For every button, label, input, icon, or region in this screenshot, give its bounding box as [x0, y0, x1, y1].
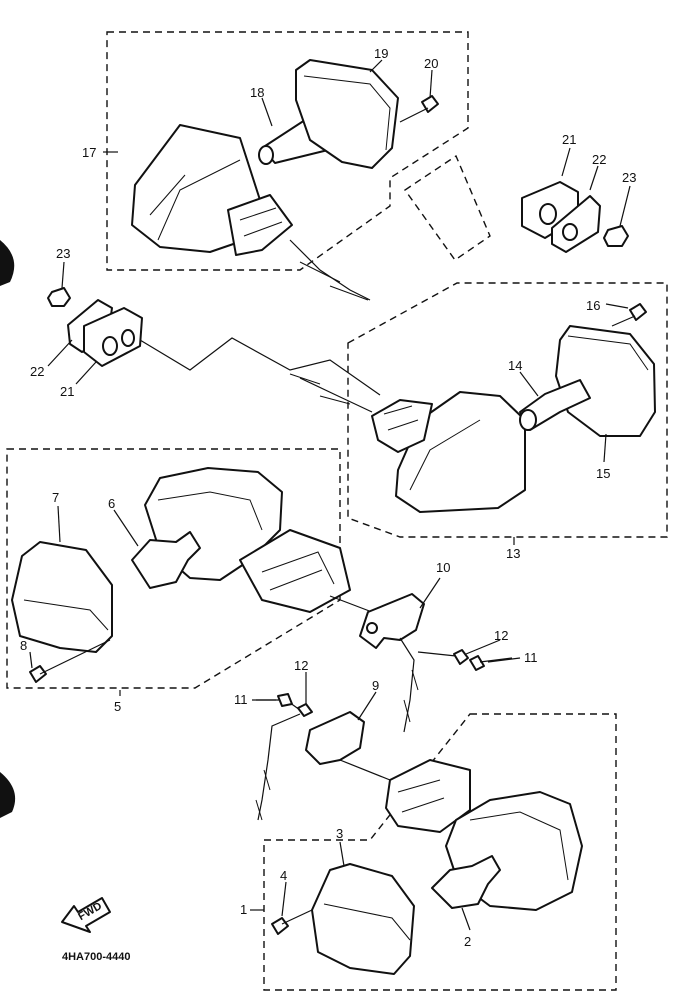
- callout-5: 5: [114, 699, 121, 714]
- bracket-9: [305, 711, 365, 765]
- forward-arrow-icon: FWD: [61, 897, 111, 933]
- mount-set-left: [47, 287, 381, 396]
- turn-signal-assembly-13: [289, 303, 656, 513]
- signal-stalk-5: [239, 529, 351, 613]
- callout-21-right: 21: [562, 132, 576, 147]
- lens-15: [555, 325, 656, 437]
- callout-22-right: 22: [592, 152, 606, 167]
- callout-12-lower: 12: [294, 658, 308, 673]
- bracket-assembly-9: [255, 693, 401, 821]
- callout-6: 6: [108, 496, 115, 511]
- group-boundary-13: [347, 282, 668, 538]
- callout-18: 18: [250, 85, 264, 100]
- bracket-assembly-10: [359, 593, 513, 733]
- registration-mark-bottom: [0, 772, 16, 818]
- nut-23-right: [603, 225, 629, 247]
- collar-12-upper: [453, 649, 469, 665]
- bolt-11-lower: [277, 693, 293, 707]
- callout-23-left: 23: [56, 246, 70, 261]
- group-boundary-17: [106, 31, 469, 271]
- callout-14: 14: [508, 358, 522, 373]
- bulb-2: [431, 855, 501, 909]
- callout-20: 20: [424, 56, 438, 71]
- bulb-6: [131, 531, 201, 589]
- callout-3: 3: [336, 826, 343, 841]
- plate-22-right: [551, 195, 601, 253]
- mount-set-right: [521, 181, 629, 253]
- group-boundary-1: [263, 713, 617, 991]
- callout-11-lower: 11: [234, 692, 248, 707]
- turn-signal-assembly-1: [271, 759, 583, 975]
- callout-15: 15: [596, 466, 610, 481]
- callout-8: 8: [20, 638, 27, 653]
- signal-stalk-17: [227, 194, 293, 256]
- bracket-10: [359, 593, 425, 649]
- collar-12-lower: [297, 703, 313, 717]
- callout-12-upper: 12: [494, 628, 508, 643]
- lens-7: [11, 541, 113, 653]
- drawing-code: 4HA700-4440: [62, 951, 131, 963]
- callout-1: 1: [240, 902, 247, 917]
- callout-19: 19: [374, 46, 388, 61]
- callout-16: 16: [586, 298, 600, 313]
- nut-23-left: [47, 287, 71, 307]
- turn-signal-assembly-5: [11, 467, 373, 683]
- callout-22-left: 22: [30, 364, 44, 379]
- callout-2: 2: [464, 934, 471, 949]
- callout-9: 9: [372, 678, 379, 693]
- mount-bracket-outline: [404, 154, 491, 261]
- leader-lines: [29, 59, 631, 931]
- lens-3: [311, 863, 415, 975]
- callout-7: 7: [52, 490, 59, 505]
- screw-8: [29, 665, 47, 683]
- turn-signal-assembly-17: [131, 59, 439, 301]
- callout-11-upper: 11: [524, 650, 538, 665]
- callout-10: 10: [436, 560, 450, 575]
- callout-17: 17: [82, 145, 96, 160]
- screw-4: [271, 917, 289, 935]
- callout-21-left: 21: [60, 384, 74, 399]
- registration-mark-top: [0, 240, 15, 286]
- callout-23-right: 23: [622, 170, 636, 185]
- bolt-11-upper: [469, 655, 485, 671]
- callout-4: 4: [280, 868, 287, 883]
- group-boundary-5: [6, 448, 341, 689]
- callout-13: 13: [506, 546, 520, 561]
